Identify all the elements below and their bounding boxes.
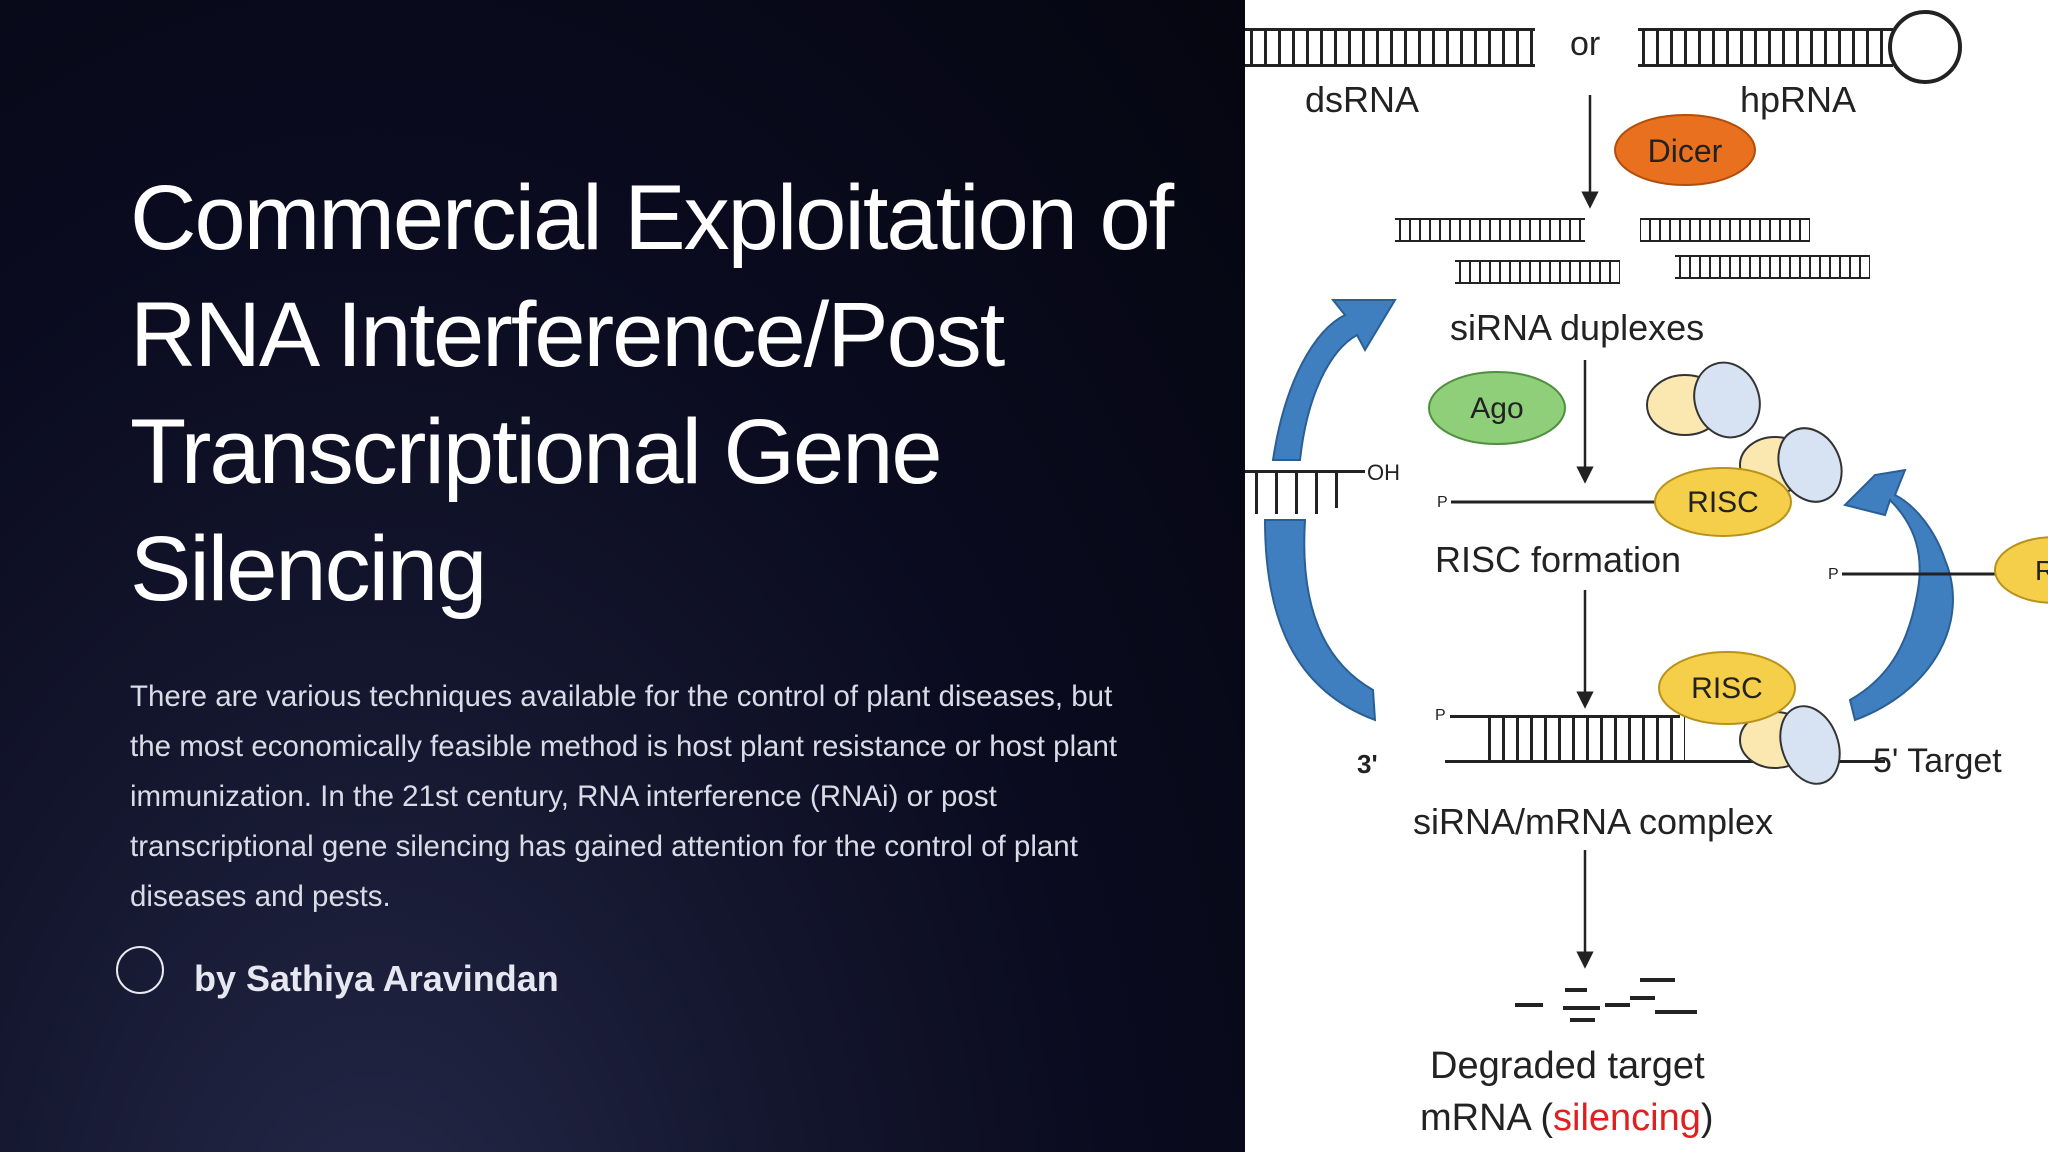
degraded-label-line2: mRNA (silencing) [1420, 1097, 1714, 1139]
p-label-3: P [1435, 707, 1446, 724]
dsrna-label: dsRNA [1305, 79, 1419, 120]
three-prime-label: 3' [1357, 749, 1378, 779]
slide-title: Commercial Exploitation of RNA Interfere… [130, 167, 1174, 620]
ago-protein [1428, 371, 1566, 445]
diagram-panel: or dsRNA hpRNA Dicer [1245, 0, 2048, 1152]
sirna-strand-oh [1245, 470, 1365, 514]
risc-label-2: RISC [1691, 672, 1763, 705]
hprna-ladder [1638, 10, 1962, 84]
avatar [116, 946, 164, 994]
rnai-pathway-diagram: or dsRNA hpRNA Dicer [1245, 10, 2048, 1139]
author-name: by Sathiya Aravindan [194, 958, 559, 999]
degraded-fragments [1515, 978, 1697, 1022]
risc-complex [1654, 467, 1792, 537]
five-prime-target-label: 5' Target [1873, 742, 2002, 780]
dicer-label: Dicer [1648, 133, 1723, 169]
cycle-arrow-right [1843, 468, 1954, 722]
recycle-arrow-left [1271, 299, 1397, 461]
slide-description: There are various techniques available f… [130, 680, 1118, 913]
title-panel: Commercial Exploitation of RNA Interfere… [0, 0, 1245, 1152]
p-label-1: P [1437, 494, 1448, 511]
dsrna-ladder [1245, 28, 1535, 67]
sirna-duplexes-label: siRNA duplexes [1450, 307, 1704, 348]
silencing-label: silencing [1553, 1097, 1701, 1139]
degraded-label-close: ) [1701, 1097, 1714, 1139]
ago-label: Ago [1470, 392, 1523, 425]
hprna-label: hpRNA [1740, 79, 1856, 120]
oh-label: OH [1367, 460, 1400, 485]
risc-label-1: RISC [1687, 486, 1759, 519]
or-label: or [1570, 25, 1600, 63]
risc-formation-label: RISC formation [1435, 539, 1681, 580]
complex-label: siRNA/mRNA complex [1413, 801, 1773, 842]
degraded-label-mrna: mRNA ( [1420, 1097, 1553, 1139]
cycle-arrow-left-lower [1263, 519, 1377, 722]
p-label-2: P [1828, 566, 1839, 583]
degraded-label-line1: Degraded target [1430, 1045, 1705, 1087]
dicer-enzyme [1614, 114, 1756, 186]
risc-complex-2 [1658, 651, 1796, 725]
sirna-duplexes-icon [1395, 218, 1870, 284]
author-row: by Sathiya Aravindan [116, 944, 816, 1000]
partial-risc-label: R [2035, 555, 2048, 586]
